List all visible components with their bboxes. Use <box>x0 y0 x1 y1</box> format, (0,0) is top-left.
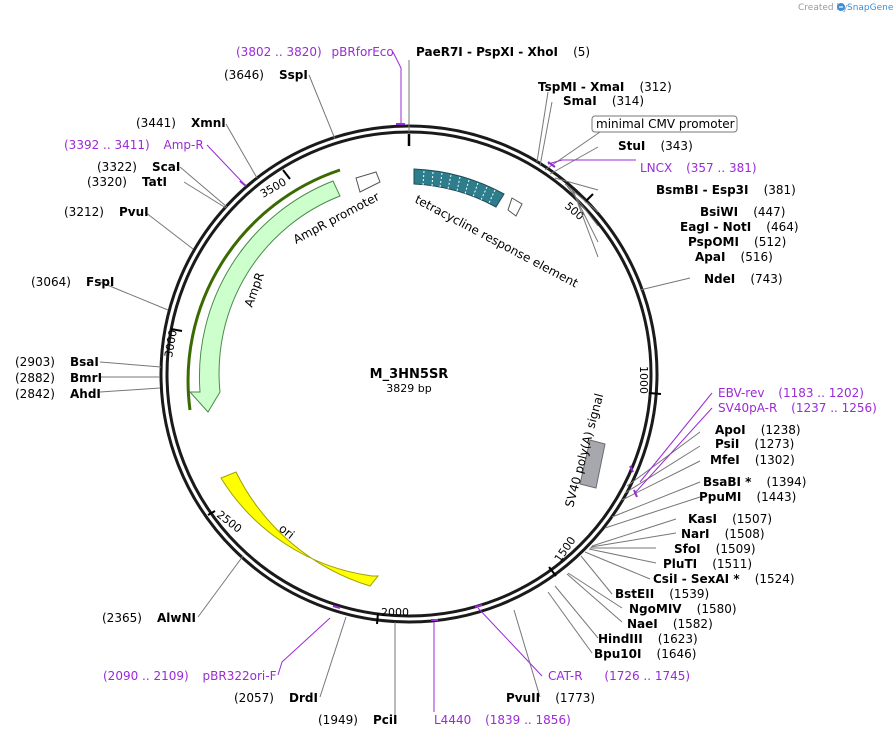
site-pvuii[interactable]: PvuII (1773) <box>506 687 595 706</box>
feature-label-tre: tetracycline response element <box>413 192 581 290</box>
site-sexai[interactable]: CsiI - SexAI * (1524) <box>653 568 795 587</box>
site-ppumi[interactable]: PpuMI (1443) <box>699 486 796 505</box>
plasmid-length: 3829 bp <box>386 382 431 395</box>
site-esp3i[interactable]: BsmBI - Esp3I (381) <box>656 179 796 198</box>
site-xmai[interactable]: TspMI - XmaI (312) <box>538 76 672 95</box>
site-pluti[interactable]: PluTI (1511) <box>663 553 752 572</box>
site-alwni[interactable]: (2365) AlwNI <box>102 607 196 626</box>
site-fspi[interactable]: (3064) FspI <box>31 271 114 290</box>
site-stui[interactable]: StuI (343) <box>618 135 693 154</box>
tick-2000: 2000 <box>376 606 409 625</box>
site-ngomiv[interactable]: NgoMIV (1580) <box>629 598 737 617</box>
primer-range: (3802 .. 3820) <box>236 45 322 59</box>
site-xmni[interactable]: (3441) XmnI <box>136 112 226 131</box>
feature-tre[interactable] <box>413 168 505 208</box>
primer-lncx[interactable]: LNCX (357 .. 381) <box>640 161 757 175</box>
site-leaders <box>99 60 701 718</box>
primer-l4440[interactable]: L4440 (1839 .. 1856) <box>434 713 571 727</box>
site-bsiwi[interactable]: BsiWI (447) <box>700 201 785 220</box>
site-sfoi[interactable]: SfoI (1509) <box>674 538 756 557</box>
snapgene-logo-icon <box>837 3 845 11</box>
credit-brand: SnapGene <box>847 3 894 13</box>
site-bmri[interactable]: (2882) BmrI <box>15 367 102 386</box>
primer-name: pBRforEco <box>332 45 394 59</box>
site-hindiii[interactable]: HindIII (1623) <box>598 628 698 647</box>
site-smai[interactable]: SmaI (314) <box>563 90 644 109</box>
site-bpu10i[interactable]: Bpu10I (1646) <box>594 643 696 662</box>
site-tati[interactable]: (3320) TatI <box>87 171 167 190</box>
tick-1000: 1000 <box>637 366 662 395</box>
site-ndei[interactable]: NdeI (743) <box>704 268 783 287</box>
site-bsteii[interactable]: BstEII (1539) <box>615 583 709 602</box>
site-bsai[interactable]: (2903) BsaI <box>15 351 99 370</box>
feature-label-cmv: minimal CMV promoter <box>596 117 735 131</box>
primer-marks <box>239 123 638 621</box>
site-pcii[interactable]: (1949) PciI <box>318 709 398 728</box>
feature-ori[interactable] <box>220 471 380 587</box>
site-ahdi[interactable]: (2842) AhdI <box>15 383 101 402</box>
tick-label-3000: 3000 <box>162 329 180 359</box>
site-kasi[interactable]: KasI (1507) <box>688 508 772 527</box>
site-sspi[interactable]: (3646) SspI <box>224 64 308 83</box>
site-nari[interactable]: NarI (1508) <box>681 523 765 542</box>
primer-sv40pa-r[interactable]: SV40pA-R (1237 .. 1256) <box>718 401 877 415</box>
site-bsabi[interactable]: BsaBI * (1394) <box>703 471 806 490</box>
site-apoi[interactable]: ApoI (1238) <box>715 419 801 438</box>
site-apai[interactable]: ApaI (516) <box>695 246 773 265</box>
primer-ebv-rev[interactable]: EBV-rev (1183 .. 1202) <box>718 386 864 400</box>
tick-label-2000: 2000 <box>381 606 409 619</box>
tick-3000: 3000 <box>162 328 183 359</box>
site-noti[interactable]: EagI - NotI (464) <box>680 216 799 235</box>
site-mfei[interactable]: MfeI (1302) <box>710 449 795 468</box>
feature-ampr[interactable] <box>188 180 341 413</box>
credit-prefix: Created by <box>798 3 848 13</box>
primer-pBRforEco[interactable]: (3802 .. 3820) pBRforEco <box>236 45 394 59</box>
site-psii[interactable]: PsiI (1273) <box>715 433 794 452</box>
tick-label-1000: 1000 <box>637 366 650 394</box>
primer-pbr322ori-f[interactable]: (2090 .. 2109) pBR322ori-F <box>103 669 277 683</box>
feature-ampr-strand-arrow <box>186 168 341 411</box>
primer-amp-r[interactable]: (3392 .. 3411) Amp-R <box>64 138 204 152</box>
feature-polyA[interactable] <box>579 439 606 489</box>
plasmid-name: M_3HN5SR <box>370 367 449 382</box>
site-naei[interactable]: NaeI (1582) <box>627 613 713 632</box>
site-drdi[interactable]: (2057) DrdI <box>234 687 318 706</box>
site-scai[interactable]: (3322) ScaI <box>97 156 180 175</box>
site-xhoi[interactable]: PaeR7I - PspXI - XhoI (5) <box>416 41 590 60</box>
primer-cat-r[interactable]: CAT-R (1726 .. 1745) <box>548 669 690 683</box>
site-pvui[interactable]: (3212) PvuI <box>64 201 149 220</box>
feature-cmv-label-box: minimal CMV promoter <box>591 115 738 133</box>
site-pspomi[interactable]: PspOMI (512) <box>688 231 786 250</box>
primer-leaders <box>206 51 713 712</box>
feature-ampr-promoter-arrow[interactable] <box>355 171 381 193</box>
feature-cmv-arrow[interactable] <box>507 197 523 217</box>
